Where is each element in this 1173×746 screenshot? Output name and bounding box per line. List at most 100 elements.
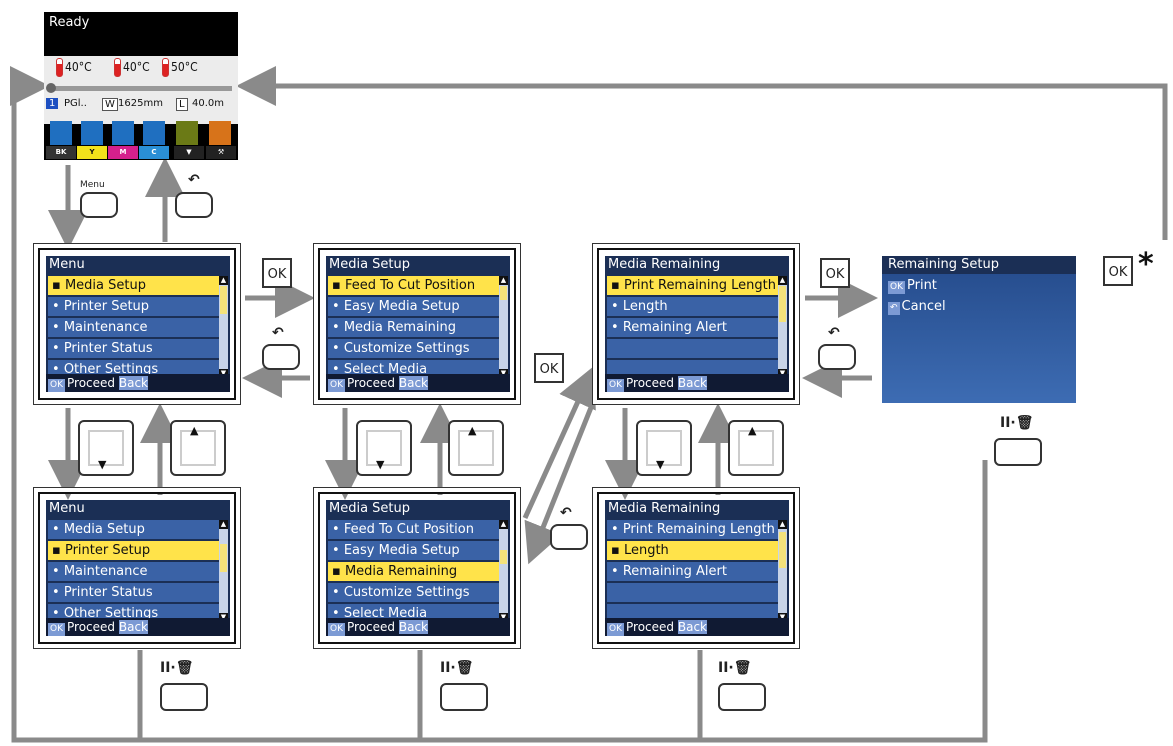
ink-label-m: M (108, 146, 138, 159)
menu-button[interactable] (80, 192, 118, 218)
ink-label-c: C (139, 146, 169, 159)
media-item-easy-setup[interactable]: • Easy Media Setup (328, 297, 504, 316)
menu-item-media-setup[interactable]: ▪ Media Setup (48, 276, 224, 295)
remaining-setup-pause-line (140, 460, 988, 743)
media-item-media-remaining[interactable]: ▪ Media Remaining (328, 562, 504, 581)
pause-cancel-button[interactable] (718, 683, 766, 711)
waste-icon: ▼ (174, 146, 204, 159)
scrollbar[interactable]: ▲▼ (499, 276, 508, 378)
remaining-item-length[interactable]: ▪ Length (607, 541, 783, 560)
remaining-item-print-length[interactable]: • Print Remaining Length (607, 520, 783, 539)
menu-item-other-settings[interactable]: • Other Settings (48, 604, 224, 620)
back-button[interactable] (175, 192, 213, 218)
scrollbar[interactable]: ▲▼ (499, 520, 508, 622)
media-item-media-remaining[interactable]: • Media Remaining (328, 318, 504, 337)
screen-title: Menu (46, 256, 230, 274)
back-button[interactable] (262, 344, 300, 370)
menu-item-maintenance[interactable]: • Maintenance (48, 562, 224, 581)
scrollbar[interactable]: ▲▼ (219, 276, 228, 378)
temp-3: 50°C (162, 58, 198, 77)
media-remaining-screen-top: Media Remaining ▪ Print Remaining Length… (597, 248, 795, 400)
remaining-item-length[interactable]: • Length (607, 297, 783, 316)
dpad-down[interactable]: ▼ (636, 420, 692, 476)
remaining-item-alert[interactable]: • Remaining Alert (607, 318, 783, 337)
media-length: 40.0m (192, 98, 225, 109)
back-button[interactable] (550, 524, 588, 550)
pause-cancel-icon: II·🗑 (1000, 415, 1034, 431)
back-icon: ↶ (560, 505, 572, 521)
menu-item-media-setup[interactable]: • Media Setup (48, 520, 224, 539)
dpad-up[interactable]: ▲ (448, 420, 504, 476)
cancel-option[interactable]: ↶Cancel (888, 299, 946, 315)
media-setup-screen-top: Media Setup ▪ Feed To Cut Position • Eas… (318, 248, 516, 400)
temp-2: 40°C (114, 58, 150, 77)
scrollbar[interactable]: ▲▼ (778, 276, 787, 378)
pause-cancel-icon: II·🗑 (440, 660, 474, 676)
ink-bk-tank (50, 121, 72, 145)
empty-row (607, 583, 783, 602)
down-arrow-icon: ▼ (376, 458, 385, 471)
screen-title: Media Setup (326, 500, 510, 518)
asterisk-note: * (1138, 247, 1154, 282)
dpad-up[interactable]: ▲ (728, 420, 784, 476)
ok-button[interactable]: OK (262, 258, 292, 288)
pause-cancel-button[interactable] (160, 683, 208, 711)
ink-c-tank (143, 121, 165, 145)
scrollbar[interactable]: ▲▼ (778, 520, 787, 622)
ok-button[interactable]: OK (1103, 256, 1133, 286)
temperature-area: 40°C 40°C 50°C 1 PGl.. W 1625mm L 40.0m (44, 56, 238, 124)
temp-1: 40°C (56, 58, 92, 77)
media-setup-screen-bottom: Media Setup • Feed To Cut Position • Eas… (318, 492, 516, 644)
media-item-customize[interactable]: • Customize Settings (328, 339, 504, 358)
remaining-item-print-length[interactable]: ▪ Print Remaining Length (607, 276, 783, 295)
menu-item-printer-status[interactable]: • Printer Status (48, 339, 224, 358)
menu-item-printer-setup[interactable]: • Printer Setup (48, 297, 224, 316)
pause-cancel-button[interactable] (440, 683, 488, 711)
dpad-up[interactable]: ▲ (170, 420, 226, 476)
media-item-customize[interactable]: • Customize Settings (328, 583, 504, 602)
screen-title: Menu (46, 500, 230, 518)
media-item-feed-to-cut[interactable]: ▪ Feed To Cut Position (328, 276, 504, 295)
pause-cancel-button[interactable] (994, 438, 1042, 466)
return-to-ready-line (10, 66, 143, 743)
menu-item-printer-setup[interactable]: ▪ Printer Setup (48, 541, 224, 560)
empty-row (607, 339, 783, 358)
menu-screen-top: Menu ▪ Media Setup • Printer Setup • Mai… (38, 248, 236, 400)
back-icon: ↶ (888, 302, 900, 315)
menu-item-printer-status[interactable]: • Printer Status (48, 583, 224, 602)
back-button[interactable] (818, 344, 856, 370)
remaining-item-alert[interactable]: • Remaining Alert (607, 562, 783, 581)
back-icon: ↶ (272, 325, 284, 341)
ok-button[interactable]: OK (534, 353, 564, 383)
empty-row (607, 360, 783, 376)
down-arrow-icon: ▼ (98, 458, 107, 471)
down-arrow-icon: ▼ (656, 458, 665, 471)
media-item-feed-to-cut[interactable]: • Feed To Cut Position (328, 520, 504, 539)
dpad-down[interactable]: ▼ (356, 420, 412, 476)
ok-button[interactable]: OK (820, 258, 850, 288)
media-info-row: 1 PGl.. W 1625mm L 40.0m (44, 96, 238, 114)
menu-item-other-settings[interactable]: • Other Settings (48, 360, 224, 376)
back-icon: ↶ (828, 325, 840, 341)
scrollbar[interactable]: ▲▼ (219, 520, 228, 622)
media-item-select-media[interactable]: • Select Media (328, 360, 504, 376)
wrench-icon: ⚒ (206, 146, 236, 159)
media-item-easy-setup[interactable]: • Easy Media Setup (328, 541, 504, 560)
ink-m-tank (112, 121, 134, 145)
ok-to-ready-line (236, 66, 1168, 240)
thermometer-icon (162, 58, 169, 77)
media-item-select-media[interactable]: • Select Media (328, 604, 504, 620)
empty-row (607, 604, 783, 620)
pause-cancel-icon: II·🗑 (160, 660, 194, 676)
dpad-down[interactable]: ▼ (78, 420, 134, 476)
ready-status-panel: Ready 40°C 40°C 50°C 1 PGl.. W 1625mm L … (44, 12, 238, 160)
menu-item-maintenance[interactable]: • Maintenance (48, 318, 224, 337)
